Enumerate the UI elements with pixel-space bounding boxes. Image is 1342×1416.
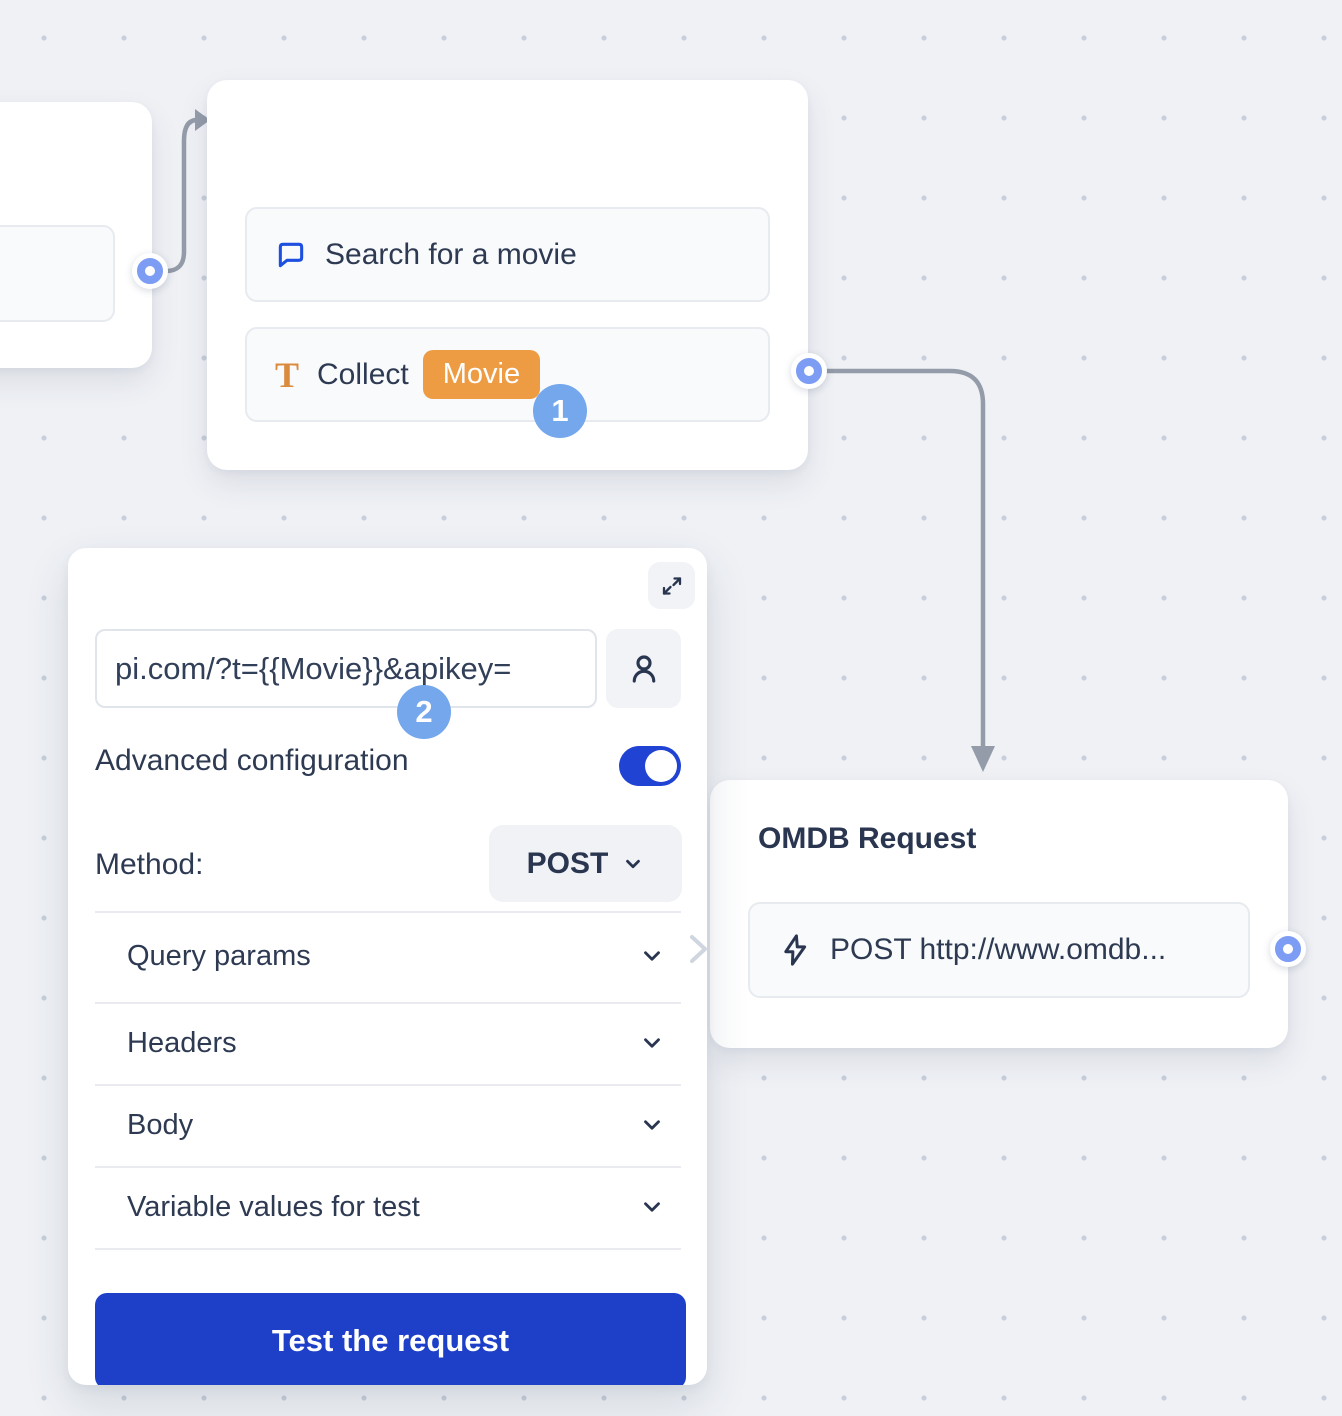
node-title: OMDB Request (758, 822, 976, 856)
block-label: Search for a movie (325, 238, 577, 272)
expand-button[interactable] (648, 562, 695, 609)
webhook-block-post-omdb[interactable]: POST http://www.omdb... (748, 902, 1250, 998)
text-collect-icon: T (275, 357, 299, 393)
method-label: Method: (95, 848, 203, 882)
step-badge-2: 2 (397, 685, 451, 739)
partial-node-item[interactable] (0, 225, 115, 322)
edge-left-to-movie-search (161, 120, 197, 271)
chevron-down-icon (622, 853, 644, 875)
section-label: Variable values for test (127, 1191, 420, 1224)
section-label: Headers (127, 1027, 237, 1060)
method-value: POST (527, 847, 609, 881)
divider (95, 911, 681, 913)
edge-arrowhead-down (971, 746, 995, 772)
output-port-movie-search[interactable] (791, 353, 827, 389)
block-label: Collect (317, 358, 409, 392)
chevron-down-icon (639, 1030, 665, 1056)
section-query-params[interactable]: Query params (95, 916, 681, 996)
divider (95, 1248, 681, 1250)
variable-insert-button[interactable] (606, 629, 681, 708)
question-block-search-movie[interactable]: Search for a movie (245, 207, 770, 302)
advanced-configuration-label: Advanced configuration (95, 744, 409, 778)
section-headers[interactable]: Headers (95, 1003, 681, 1083)
advanced-configuration-toggle[interactable] (619, 746, 681, 786)
chevron-down-icon (639, 1112, 665, 1138)
partial-node-card[interactable] (0, 102, 152, 368)
section-label: Query params (127, 940, 311, 973)
omdb-request-node[interactable]: OMDB Request POST http://www.omdb... (710, 780, 1288, 1048)
lightning-icon (778, 933, 812, 967)
speech-bubble-icon (275, 239, 307, 271)
user-icon (626, 651, 662, 687)
url-input[interactable]: pi.com/?t={{Movie}}&apikey= (95, 629, 597, 708)
method-dropdown[interactable]: POST (489, 825, 682, 902)
webhook-editor-panel: pi.com/?t={{Movie}}&apikey= Advanced con… (68, 548, 707, 1385)
output-port-left-node[interactable] (132, 253, 168, 289)
chevron-down-icon (639, 1194, 665, 1220)
section-label: Body (127, 1109, 193, 1142)
output-port-omdb[interactable] (1270, 931, 1306, 967)
section-variable-values[interactable]: Variable values for test (95, 1167, 681, 1247)
movie-search-node[interactable]: Movie search Search for a movie T Collec… (207, 80, 808, 470)
expand-icon (660, 574, 684, 598)
block-label: POST http://www.omdb... (830, 933, 1166, 967)
edge-movie-search-to-omdb (827, 371, 983, 748)
chevron-down-icon (639, 943, 665, 969)
variable-chip-movie[interactable]: Movie (423, 350, 540, 399)
section-body[interactable]: Body (95, 1085, 681, 1165)
url-value: pi.com/?t={{Movie}}&apikey= (115, 651, 511, 687)
step-badge-1: 1 (533, 384, 587, 438)
test-request-button[interactable]: Test the request (95, 1293, 686, 1385)
collect-block-movie[interactable]: T Collect Movie (245, 327, 770, 422)
